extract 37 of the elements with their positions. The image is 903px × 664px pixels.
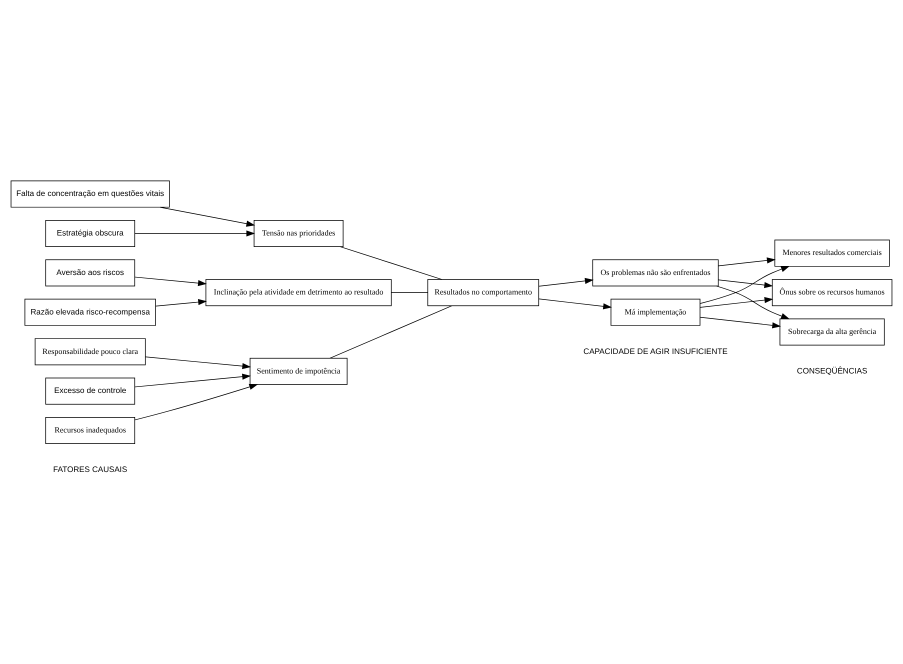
- node-box: Estratégia obscura: [45, 220, 136, 247]
- node-box: Razão elevada risco-recompensa: [24, 298, 156, 326]
- node-box: Recursos inadequados: [45, 417, 136, 444]
- arrow: [718, 280, 774, 288]
- arrow: [538, 278, 594, 287]
- arrow: [134, 374, 251, 388]
- node-box: Falta de concentração em questões vitais: [10, 180, 170, 208]
- arrow: [718, 257, 776, 266]
- node-box: Excesso de controle: [45, 378, 136, 405]
- arrow: [134, 276, 207, 286]
- connector: [330, 305, 452, 359]
- arrow: [134, 230, 256, 237]
- label: CONSEQÜÊNCIAS: [796, 366, 868, 376]
- node-box: Responsabilidade pouco clara: [34, 338, 146, 366]
- arrow: [700, 316, 782, 328]
- node-box: Tensão nas prioridades: [254, 220, 344, 247]
- arrow: [700, 266, 790, 304]
- arrow: [160, 206, 256, 227]
- node-box: Aversão aos riscos: [45, 259, 136, 286]
- node-box: Sobrecarga da alta gerência: [780, 318, 885, 346]
- node-box: Ônus sobre os recursos humanos: [772, 279, 892, 306]
- label: FATORES CAUSAIS: [53, 464, 128, 474]
- label: CAPACIDADE DE AGIR INSUFICIENTE: [583, 346, 728, 356]
- arrow: [716, 286, 790, 320]
- arrow: [155, 299, 207, 306]
- arrow: [538, 298, 612, 310]
- node-box: Resultados no comportamento: [427, 279, 540, 306]
- node-box: Inclinação pela atividade em detrimento ao resultado: [206, 279, 392, 306]
- node-box: Menores resultados comerciais: [774, 240, 890, 267]
- arrow: [700, 297, 774, 308]
- connector: [391, 292, 428, 293]
- node-box: Má implementação: [610, 298, 700, 326]
- node-box: Os problemas não são enfrentados: [592, 259, 719, 286]
- connector: [340, 246, 442, 280]
- node-box: Sentimento de impotência: [250, 358, 348, 385]
- arrow: [134, 384, 258, 420]
- arrow: [145, 356, 252, 370]
